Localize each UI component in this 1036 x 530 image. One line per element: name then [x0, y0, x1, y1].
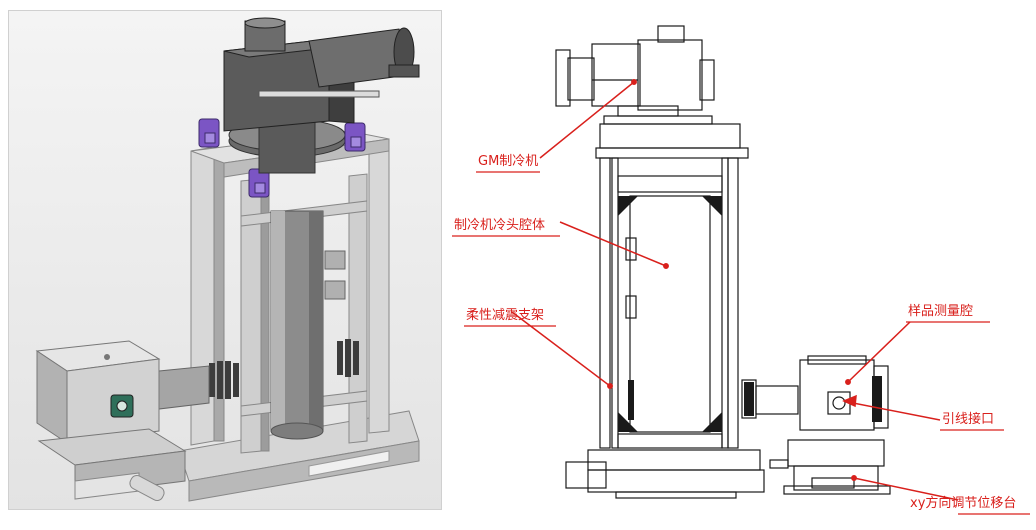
schematic-drawing-panel: GM制冷机 制冷机冷头腔体 柔性减震支架 样品测量腔 引线接口 xy方向调节位移… — [452, 10, 1032, 522]
label-flexible-damping-frame: 柔性减震支架 — [466, 308, 545, 323]
label-xy-stage: xy方向调节位移台 — [910, 496, 1017, 511]
cad-render-image — [35, 17, 420, 502]
schematic-drawing — [452, 25, 1030, 515]
cad-render-panel — [8, 10, 442, 510]
label-cold-head-chamber: 制冷机冷头腔体 — [454, 218, 546, 233]
label-gm-cryocooler: GM制冷机 — [478, 154, 539, 169]
label-sample-chamber: 样品测量腔 — [908, 304, 974, 319]
label-wire-port: 引线接口 — [942, 412, 995, 427]
